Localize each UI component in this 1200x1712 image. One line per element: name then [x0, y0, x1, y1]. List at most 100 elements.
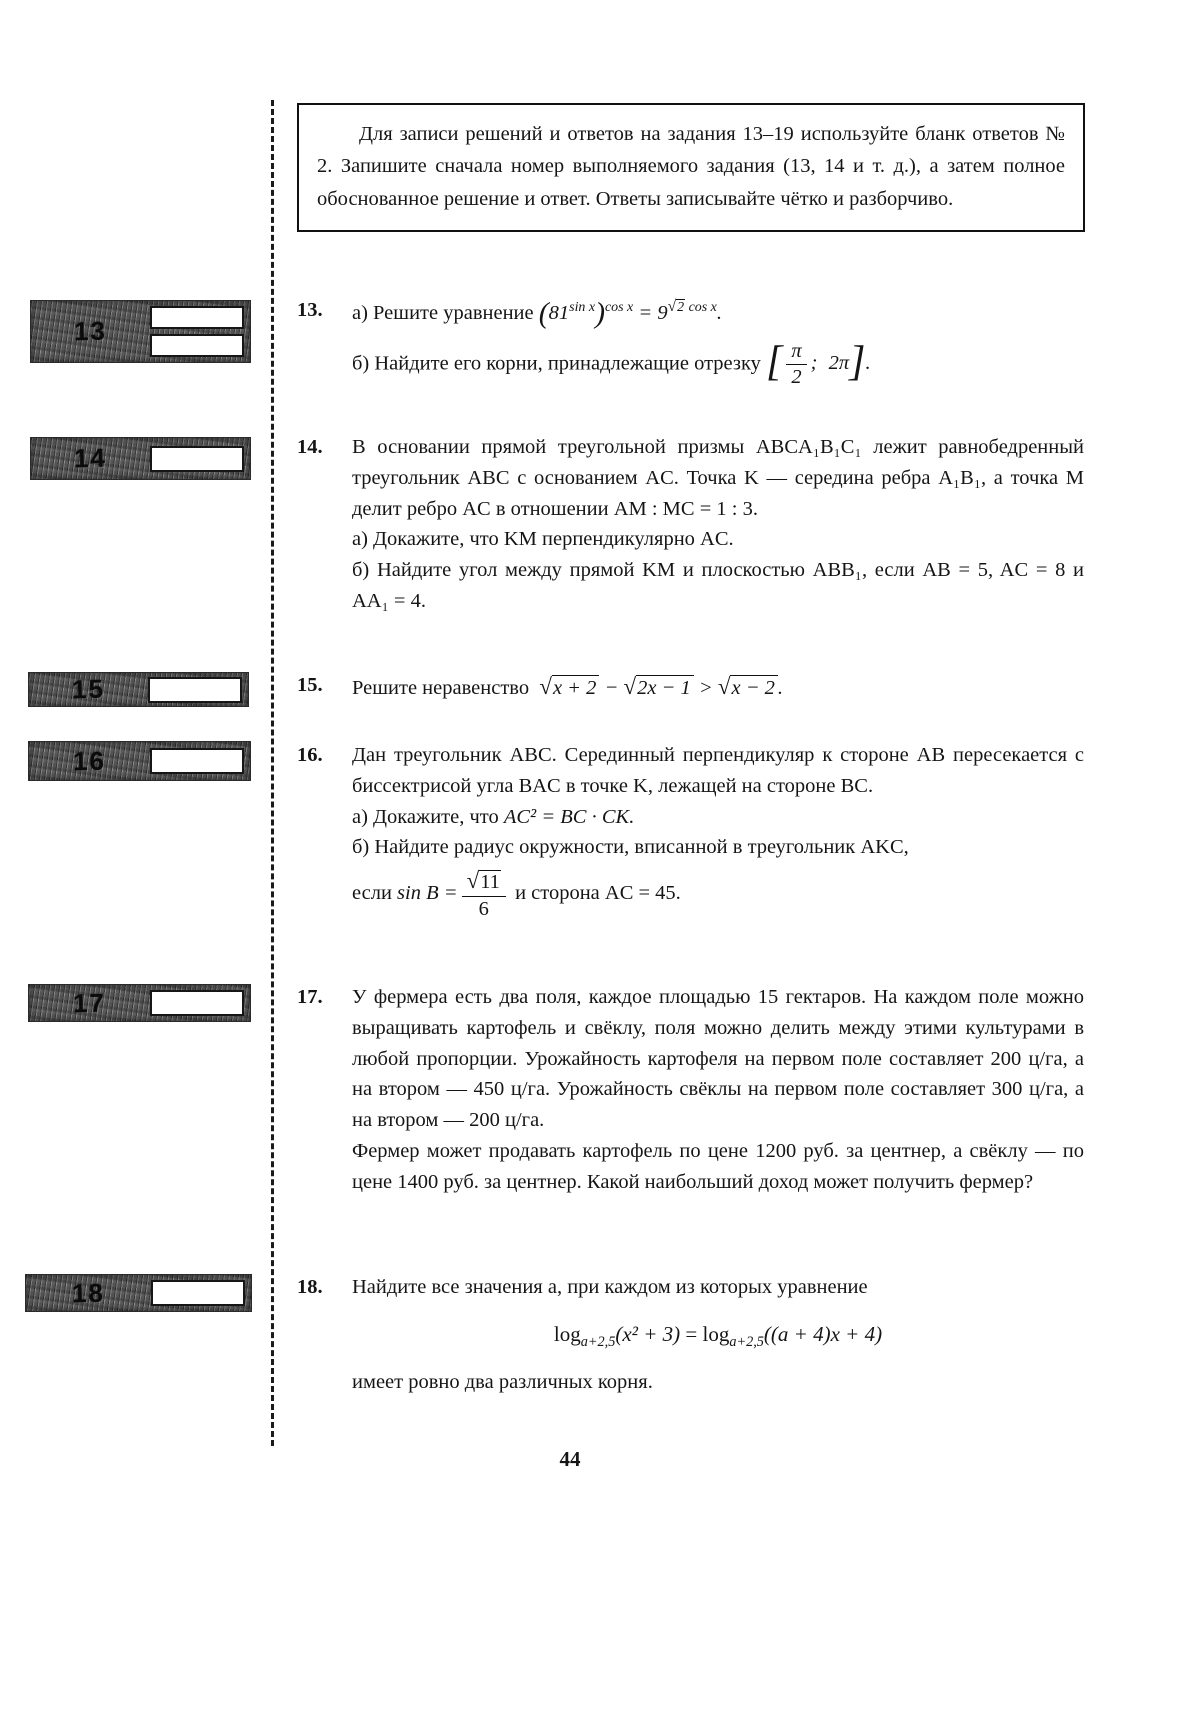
numerator: √11 [462, 868, 506, 896]
task-14-part-b: б) Найдите угол между прямой KM и плоско… [352, 559, 1084, 612]
answer-slot [151, 1280, 245, 1306]
task-13-equation: (81sin x)cos x = 9√2 cos x. [539, 298, 722, 328]
task-15-statement: Решите неравенство √x + 2 − √2x − 1 > √x… [352, 670, 1084, 704]
equals-sign: = [638, 301, 653, 324]
equals-sign: = [685, 1321, 698, 1346]
instruction-box: Для записи решений и ответов на задания … [297, 103, 1085, 233]
answer-label-18-number: 18 [71, 1277, 106, 1308]
task-14-part-a: а) Докажите, что KM перпендикулярно AC. [352, 528, 734, 551]
task-16-c-post: и сторона AC = 45. [515, 882, 681, 905]
numerator: π [791, 339, 802, 362]
task-18: 18. Найдите все значения a, при каждом и… [297, 1272, 1084, 1398]
page-number: 44 [559, 1447, 581, 1471]
radicand: x − 2 [730, 675, 778, 699]
exponent: sin x [569, 300, 596, 315]
answer-label-14: 14 [30, 437, 251, 480]
task-17-statement-2: Фермер может продавать картофель по цене… [352, 1139, 1084, 1193]
task-13-part-a: а) Решите уравнение (81sin x)cos x = 9√2… [352, 295, 1084, 329]
task-13: 13. а) Решите уравнение (81sin x)cos x =… [297, 295, 1084, 389]
task-13-a-text: а) Решите уравнение [352, 301, 534, 324]
period: . [716, 301, 722, 324]
answer-slot [150, 748, 244, 774]
task-16-number: 16. [297, 744, 323, 766]
task-18-number: 18. [297, 1276, 323, 1298]
task-17-statement-1: У фермера есть два поля, каждое площадью… [352, 986, 1084, 1131]
denominator: 6 [461, 895, 506, 921]
answer-label-15: 15 [28, 672, 249, 707]
answer-label-17: 17 [28, 984, 251, 1022]
log-argument: ((a + 4)x + 4) [763, 1321, 883, 1346]
task-15-body: Решите неравенство √x + 2 − √2x − 1 > √x… [352, 670, 1084, 704]
task-16-a-text: а) Докажите, что [352, 805, 499, 828]
task-16-statement: Дан треугольник ABC. Серединный перпенди… [352, 744, 1084, 797]
exponent: cos x [604, 300, 634, 315]
answer-label-17-number: 17 [72, 987, 107, 1018]
sqrt-term: √x + 2 [539, 674, 600, 699]
answer-label-13: 13 [30, 300, 251, 363]
answer-slots-13 [150, 306, 244, 357]
answer-slot [150, 445, 244, 472]
sqrt-sign: √ [466, 868, 480, 893]
answer-slot [150, 990, 244, 1016]
sqrt-sign: √ [539, 674, 552, 699]
answer-slot [150, 334, 244, 357]
answer-label-13-number: 13 [73, 315, 108, 347]
task-16-body: Дан треугольник ABC. Серединный перпенди… [352, 740, 1084, 920]
task-15-inequality: √x + 2 − √2x − 1 > √x − 2. [539, 674, 783, 699]
task-18-statement-1: Найдите все значения a, при каждом из ко… [352, 1276, 868, 1298]
period: . [865, 352, 871, 375]
semicolon: ; [810, 352, 818, 375]
task-14-statement: В основании прямой треугольной призмы AB… [352, 436, 1084, 520]
task-15: 15. Решите неравенство √x + 2 − √2x − 1 … [297, 670, 1084, 704]
task-15-text: Решите неравенство [352, 677, 530, 699]
log-operator: log [702, 1321, 730, 1346]
task-14-body: В основании прямой треугольной призмы AB… [352, 432, 1084, 617]
answer-slot [148, 676, 242, 703]
log-argument: (x² + 3) [615, 1321, 681, 1346]
answer-slot [150, 306, 244, 329]
minus-sign: − [604, 677, 619, 699]
task-18-statement-2: имеет ровно два различных корня. [352, 1371, 653, 1394]
task-16-part-a: а) Докажите, что AC² = BC · CK. [352, 802, 1084, 833]
exponent-rest: cos x [688, 300, 717, 315]
radicand: x + 2 [551, 675, 600, 699]
log-base: a+2,5 [580, 1333, 616, 1350]
radicand: 2 [676, 299, 686, 315]
task-16: 16. Дан треугольник ABC. Серединный перп… [297, 740, 1084, 920]
paren: ) [595, 297, 605, 330]
margin-dashed-line [271, 100, 274, 1446]
sqrt-term: √2x − 1 [623, 674, 694, 699]
sqrt-sign: √ [717, 674, 731, 699]
task-14-number: 14. [297, 436, 323, 458]
answer-label-18: 18 [25, 1274, 252, 1312]
task-13-part-b: б) Найдите его корни, принадлежащие отре… [352, 340, 1084, 389]
base: 81 [548, 301, 570, 324]
bracket: ] [849, 339, 866, 386]
task-14: 14. В основании прямой треугольной призм… [297, 432, 1084, 617]
task-17: 17. У фермера есть два поля, каждое площ… [297, 982, 1084, 1197]
task-18-equation: loga+2,5(x² + 3) = loga+2,5((a + 4)x + 4… [352, 1319, 1084, 1354]
task-13-number: 13. [297, 299, 323, 321]
exponent: √2 cos x [668, 298, 717, 315]
task-15-number: 15. [297, 674, 323, 696]
sqrt-term: √x − 2 [717, 674, 778, 699]
task-17-number: 17. [297, 986, 323, 1008]
log-operator: log [553, 1321, 581, 1346]
radicand: 2x − 1 [636, 675, 694, 699]
answer-label-16-number: 16 [72, 745, 107, 776]
radicand: 11 [479, 870, 501, 893]
denominator: 2 [786, 364, 807, 389]
interval-right: 2π [828, 352, 850, 375]
answer-label-15-number: 15 [71, 673, 106, 705]
task-16-part-b: б) Найдите радиус окружности, вписанной … [352, 836, 909, 859]
task-13-b-text: б) Найдите его корни, принадлежащие отре… [352, 352, 761, 375]
bracket: [ [766, 339, 783, 386]
task-17-body: У фермера есть два поля, каждое площадью… [352, 982, 1084, 1197]
task-18-body: Найдите все значения a, при каждом из ко… [352, 1272, 1084, 1398]
greater-sign: > [698, 677, 713, 699]
answer-label-14-number: 14 [73, 442, 108, 474]
paren: ( [538, 297, 549, 330]
